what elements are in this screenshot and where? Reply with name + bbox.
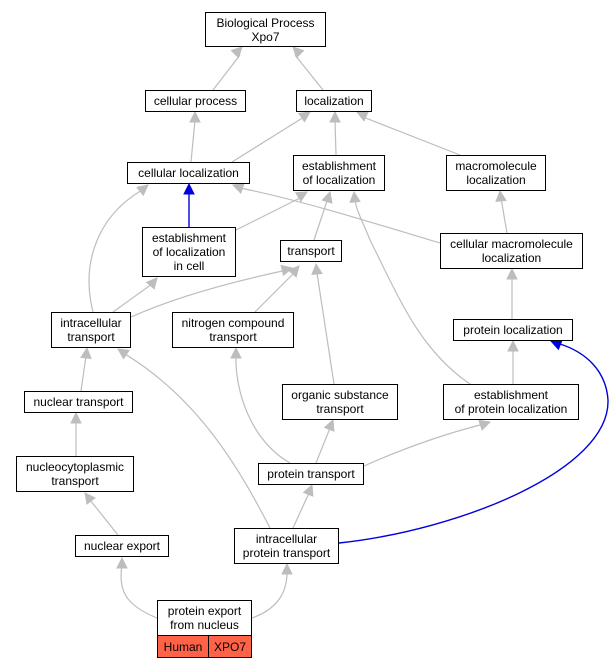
edge-cellular-process-to-root xyxy=(212,46,243,91)
edge-intracellular-transport-to-cellular-localization-arrowhead xyxy=(136,184,149,197)
edge-establishment-of-protein-localization-to-establishment-of-localization-arrowhead xyxy=(349,190,361,204)
edge-intracellular-transport-to-transport xyxy=(130,264,294,318)
edge-organic-substance-transport-to-transport xyxy=(311,262,335,385)
edge-establishment-in-cell-to-cellular-localization xyxy=(183,182,195,227)
edge-nuclear-transport-to-intracellular-transport-arrowhead xyxy=(80,346,92,360)
gene-badge: XPO7 xyxy=(208,635,252,658)
edge-cellular-macromolecule-localization-to-macromolecule-localization-arrowhead xyxy=(495,189,507,203)
edge-protein-export-to-intracellular-protein-transport-arrowhead xyxy=(281,562,293,575)
edge-cellular-macromolecule-localization-to-cellular-localization-arrowhead xyxy=(231,183,245,195)
node-establishment-of-protein-localization[interactable]: establishment of protein localization xyxy=(443,384,579,420)
edge-nuclear-transport-to-intracellular-transport xyxy=(80,346,92,392)
node-protein-export-from-nucleus[interactable]: protein export from nucleus xyxy=(157,600,252,636)
edge-nuclear-export-to-nucleocytoplasmic-transport-arrowhead xyxy=(84,492,96,505)
edge-intracellular-transport-to-cellular-localization xyxy=(88,184,149,313)
node-cellular-macromolecule-localization[interactable]: cellular macromolecule localization xyxy=(440,233,583,269)
edge-cellular-process-to-root-arrowhead xyxy=(230,46,243,59)
edge-protein-export-to-nuclear-export-arrowhead xyxy=(116,556,128,569)
node-nuclear-transport[interactable]: nuclear transport xyxy=(24,391,133,413)
edge-cellular-localization-to-localization xyxy=(231,111,311,163)
node-organic-substance-transport[interactable]: organic substance transport xyxy=(282,384,398,420)
edge-establishment-in-cell-to-establishment-of-localization xyxy=(235,191,308,231)
edge-protein-transport-to-nitrogen-compound-transport xyxy=(230,346,291,464)
edge-protein-localization-to-cellular-macromolecule-localization-arrowhead xyxy=(506,267,518,280)
node-protein-localization[interactable]: protein localization xyxy=(453,319,573,341)
edge-establishment-of-protein-localization-to-protein-localization xyxy=(507,339,519,384)
node-localization[interactable]: localization xyxy=(296,90,372,112)
edge-intracellular-protein-transport-to-protein-transport-arrowhead xyxy=(302,483,314,497)
edge-cellular-localization-to-cellular-process-arrowhead xyxy=(189,110,201,123)
edge-cellular-localization-to-localization-arrowhead xyxy=(298,111,311,123)
edge-establishment-in-cell-to-cellular-localization-arrowhead xyxy=(183,182,195,195)
edge-cellular-localization-to-cellular-process xyxy=(189,110,201,163)
edge-cellular-macromolecule-localization-to-macromolecule-localization xyxy=(495,189,508,234)
node-nitrogen-compound-transport[interactable]: nitrogen compound transport xyxy=(172,312,294,348)
edge-intracellular-protein-transport-to-protein-localization xyxy=(338,339,609,544)
edge-intracellular-transport-to-transport-arrowhead xyxy=(280,264,294,277)
edge-establishment-of-protein-localization-to-establishment-of-localization xyxy=(349,190,471,385)
edge-macromolecule-localization-to-localization xyxy=(355,111,461,156)
edge-intracellular-protein-transport-to-intracellular-transport xyxy=(117,348,271,529)
edge-intracellular-transport-to-establishment-in-cell-arrowhead xyxy=(145,277,158,290)
edge-nucleocytoplasmic-transport-to-nuclear-transport xyxy=(70,411,82,456)
edge-localization-to-root xyxy=(292,46,324,91)
edge-protein-export-to-nuclear-export xyxy=(116,556,158,619)
edge-macromolecule-localization-to-localization-arrowhead xyxy=(355,111,369,122)
edge-nitrogen-compound-transport-to-transport-arrowhead xyxy=(287,265,300,278)
edge-protein-transport-to-establishment-of-protein-localization xyxy=(363,419,492,467)
edge-transport-to-establishment-of-localization xyxy=(313,190,333,241)
edge-protein-localization-to-cellular-macromolecule-localization xyxy=(506,267,518,319)
node-transport[interactable]: transport xyxy=(280,240,342,262)
edge-protein-transport-to-nitrogen-compound-transport-arrowhead xyxy=(230,346,242,359)
edge-protein-transport-to-organic-substance-transport-arrowhead xyxy=(323,418,335,432)
edge-protein-transport-to-organic-substance-transport xyxy=(315,418,335,464)
edge-intracellular-protein-transport-to-intracellular-transport-arrowhead xyxy=(117,348,130,360)
edge-establishment-of-protein-localization-to-protein-localization-arrowhead xyxy=(507,339,519,352)
edge-cellular-macromolecule-localization-to-cellular-localization xyxy=(231,183,441,244)
node-nuclear-export[interactable]: nuclear export xyxy=(75,535,169,557)
edge-organic-substance-transport-to-transport-arrowhead xyxy=(311,262,323,276)
node-cellular-process[interactable]: cellular process xyxy=(145,90,246,112)
edge-nitrogen-compound-transport-to-transport xyxy=(254,265,300,313)
edge-nucleocytoplasmic-transport-to-nuclear-transport-arrowhead xyxy=(70,411,82,424)
node-nucleocytoplasmic-transport[interactable]: nucleocytoplasmic transport xyxy=(16,456,134,492)
node-macromolecule-localization[interactable]: macromolecule localization xyxy=(446,155,546,191)
node-intracellular-protein-transport[interactable]: intracellular protein transport xyxy=(234,528,339,564)
edge-establishment-of-localization-to-localization xyxy=(329,110,341,156)
edge-intracellular-transport-to-establishment-in-cell xyxy=(112,277,158,313)
node-establishment-of-localization-in-cell[interactable]: establishment of localization in cell xyxy=(142,227,236,277)
edge-localization-to-root-arrowhead xyxy=(292,46,305,59)
node-establishment-of-localization[interactable]: establishment of localization xyxy=(293,155,385,191)
node-cellular-localization[interactable]: cellular localization xyxy=(127,162,250,184)
species-badge: Human xyxy=(157,635,209,658)
edge-protein-export-to-intracellular-protein-transport xyxy=(251,562,293,619)
node-intracellular-transport[interactable]: intracellular transport xyxy=(51,312,131,348)
edge-protein-transport-to-establishment-of-protein-localization-arrowhead xyxy=(478,419,492,431)
edge-transport-to-establishment-of-localization-arrowhead xyxy=(321,190,333,204)
edge-establishment-in-cell-to-establishment-of-localization-arrowhead xyxy=(295,191,308,203)
node-protein-transport[interactable]: protein transport xyxy=(258,463,364,485)
node-biological-process-root[interactable]: Biological Process Xpo7 xyxy=(205,12,326,47)
edge-establishment-of-localization-to-localization-arrowhead xyxy=(329,110,341,123)
edge-nuclear-export-to-nucleocytoplasmic-transport xyxy=(84,492,119,536)
edge-intracellular-protein-transport-to-protein-localization-arrowhead xyxy=(549,339,563,351)
edge-intracellular-protein-transport-to-protein-transport xyxy=(292,483,314,529)
